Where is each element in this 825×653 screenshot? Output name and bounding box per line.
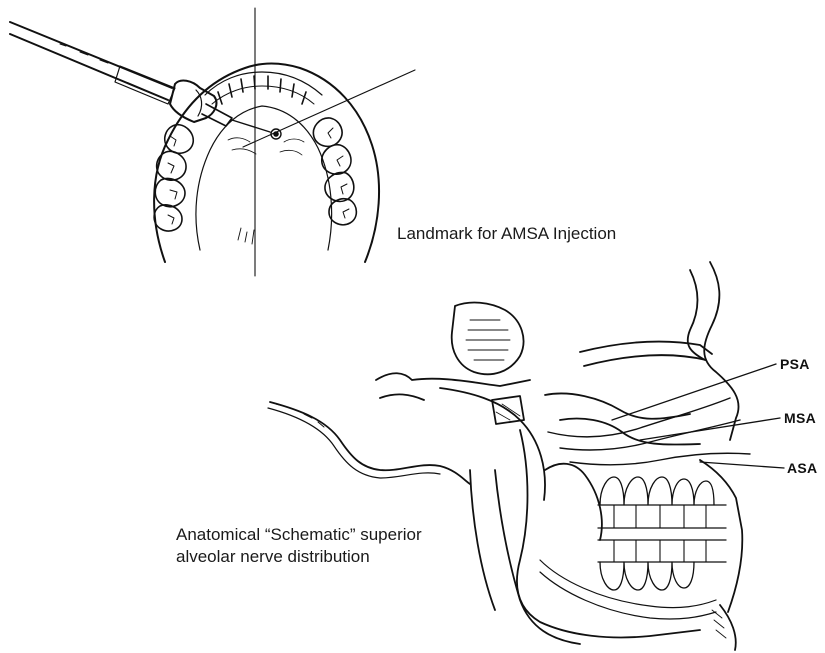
label-asa: ASA — [787, 460, 817, 476]
maxillary-arch-illustration — [154, 8, 415, 276]
skull-lateral-illustration — [268, 262, 784, 650]
caption-amsa-landmark: Landmark for AMSA Injection — [397, 223, 616, 245]
caption-nerve-distribution: Anatomical “Schematic” superior alveolar… — [176, 524, 516, 568]
label-psa: PSA — [780, 356, 810, 372]
label-msa: MSA — [784, 410, 816, 426]
caption-line-1: Anatomical “Schematic” superior — [176, 524, 516, 546]
caption-line-2: alveolar nerve distribution — [176, 546, 516, 568]
syringe-icon — [10, 22, 270, 132]
